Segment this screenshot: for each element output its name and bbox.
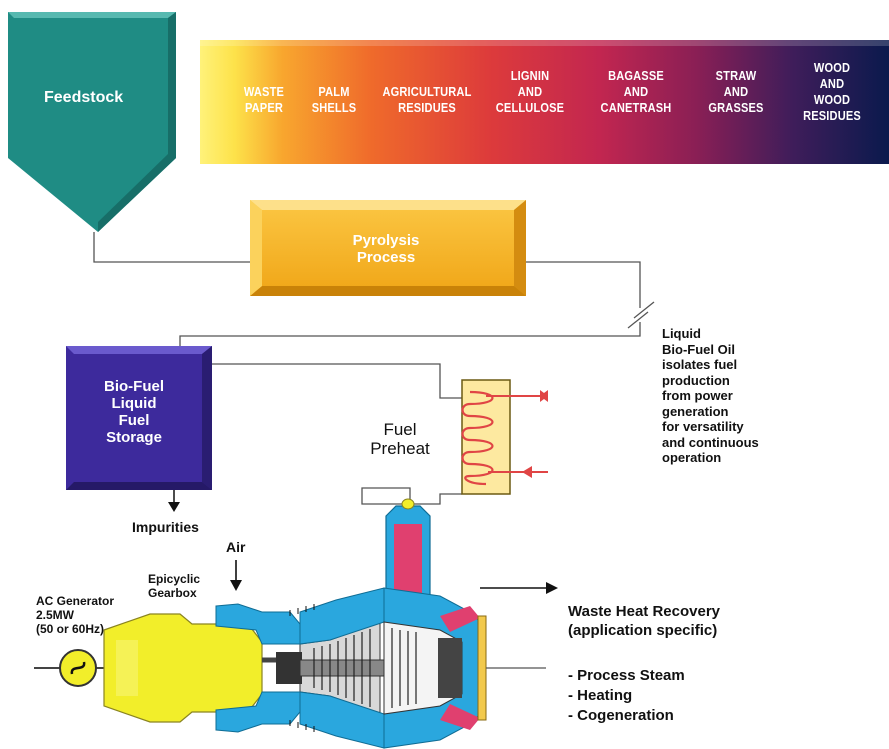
fuel-preheat-label: Fuel Preheat: [370, 420, 430, 458]
waste-heat-title: Waste Heat Recovery (application specifi…: [568, 603, 721, 639]
waste-heat-use-heating: - Heating: [568, 687, 633, 704]
pyrolysis-box: [250, 200, 526, 296]
feedstock-item-bagasse-canetrash: BAGASSE AND CANETRASH: [600, 68, 672, 115]
waste-heat-use-process-steam: - Process Steam: [568, 667, 685, 684]
waste-heat-arrow: [480, 582, 558, 594]
gearbox-label: Epicyclic Gearbox: [148, 572, 201, 600]
liquid-note: Liquid Bio-Fuel Oil isolates fuel produc…: [662, 326, 759, 465]
storage-box: [66, 346, 212, 490]
feedstock-item-wood-residues: WOOD AND WOOD RESIDUES: [803, 60, 861, 123]
waste-heat-use-cogeneration: - Cogeneration: [568, 707, 674, 724]
feedstock-item-lignin-cellulose: LIGNIN AND CELLULOSE: [495, 68, 565, 115]
turbine-engine: [215, 498, 546, 749]
feedstock-label: Feedstock: [44, 89, 124, 106]
storage-label: Bio-Fuel Liquid Fuel Storage: [104, 378, 164, 446]
preheat-exchanger: [461, 379, 548, 495]
impurities-arrow: [168, 490, 180, 512]
feedstock-hopper: [8, 12, 176, 232]
flow-lines: [93, 232, 655, 506]
impurities-label: Impurities: [132, 519, 199, 535]
feedstock-bar: [200, 40, 889, 164]
pyrolysis-label: Pyrolysis Process: [352, 232, 420, 266]
feedstock-item-palm-shells: PALM SHELLS: [311, 84, 357, 115]
generator-label: AC Generator 2.5MW (50 or 60Hz): [36, 594, 115, 636]
air-arrow: [230, 560, 242, 591]
generator-assembly: [34, 613, 300, 723]
air-label: Air: [226, 539, 246, 555]
feedstock-item-agricultural-residues: AGRICULTURAL RESIDUES: [382, 84, 472, 115]
feedstock-item-waste-paper: WASTE PAPER: [243, 84, 285, 115]
feedstock-item-straw-grasses: STRAW AND GRASSES: [708, 68, 764, 115]
